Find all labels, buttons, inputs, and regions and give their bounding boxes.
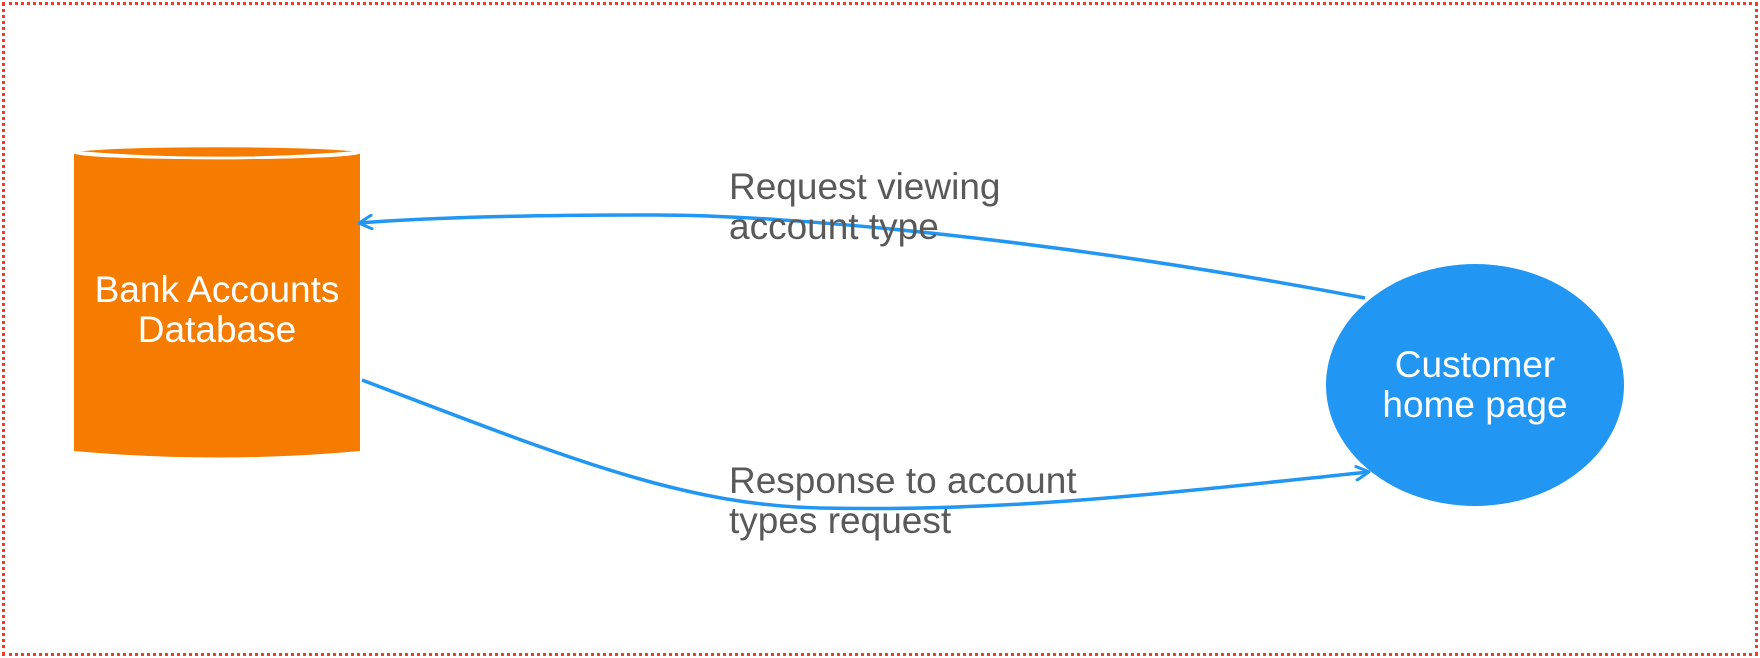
database-label: Bank Accounts Database xyxy=(94,269,340,350)
customer-label: Customer home page xyxy=(1382,344,1568,425)
customer-ellipse[interactable] xyxy=(1326,264,1624,506)
response-flow-arrow[interactable] xyxy=(361,378,1368,511)
database-cylinder-rim-shade xyxy=(73,150,361,160)
request-flow-label: Request viewing account type xyxy=(729,166,1001,247)
response-flow-label: Response to account types request xyxy=(729,460,1077,541)
database-cylinder[interactable] xyxy=(72,144,362,458)
database-cylinder-top xyxy=(74,146,360,158)
request-flow-arrow[interactable] xyxy=(360,213,1366,300)
database-cylinder-body xyxy=(74,153,360,458)
